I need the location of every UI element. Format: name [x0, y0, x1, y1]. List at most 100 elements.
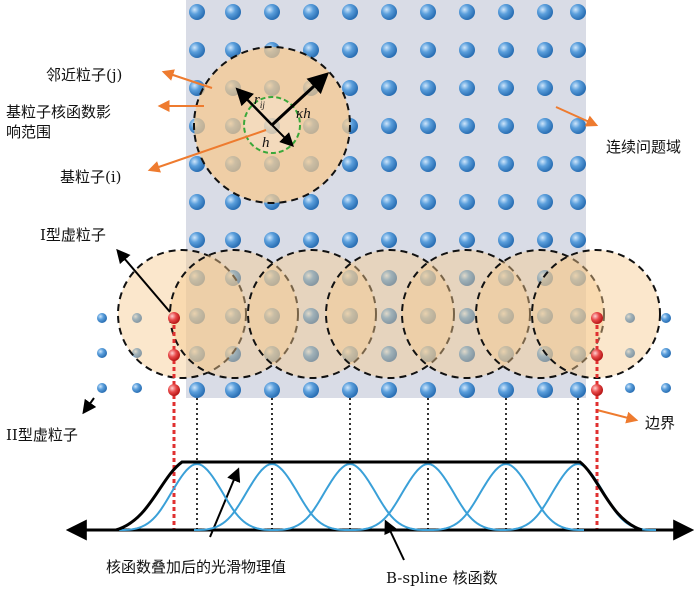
particle [381, 194, 397, 210]
particle [381, 308, 397, 324]
particle [498, 42, 514, 58]
label-base-particle: 基粒子(i) [60, 168, 122, 186]
particle [420, 118, 436, 134]
type2-virtual-particle [661, 348, 671, 358]
particle [381, 232, 397, 248]
particle [459, 308, 475, 324]
label-bspline-kernel: B-spline 核函数 [386, 569, 498, 587]
particle [189, 308, 205, 324]
particle [420, 346, 436, 362]
annotation-arrows [147, 69, 639, 424]
bspline-kernel-curve [119, 462, 275, 531]
particle [498, 4, 514, 20]
type2-virtual-particle [132, 383, 142, 393]
type2-virtual-particle [625, 383, 635, 393]
smoothed-envelope-curve [115, 460, 643, 532]
type2-pointer [82, 397, 97, 415]
particle [537, 42, 553, 58]
particle [381, 80, 397, 96]
particle [303, 382, 319, 398]
particle [537, 232, 553, 248]
particle [570, 156, 586, 172]
type1-virtual-particle [591, 384, 603, 396]
particle [342, 80, 358, 96]
base-particle-kernel: rij κh h [193, 46, 351, 204]
particle [264, 270, 280, 286]
boundary-pointer [596, 409, 639, 424]
particle [420, 4, 436, 20]
particle [498, 270, 514, 286]
rij-symbol: rij [254, 92, 265, 110]
particle [420, 194, 436, 210]
bspline-kernel-curve [272, 462, 428, 531]
particle [420, 42, 436, 58]
label-type2-virtual: II型虚粒子 [6, 426, 78, 444]
particle [498, 80, 514, 96]
type2-virtual-particle [625, 348, 635, 358]
particle [570, 118, 586, 134]
label-type1-virtual: I型虚粒子 [40, 226, 106, 244]
particle [225, 194, 241, 210]
type2-virtual-particle [97, 313, 107, 323]
particle [381, 346, 397, 362]
particle [342, 42, 358, 58]
particle [459, 80, 475, 96]
particle [570, 382, 586, 398]
type1-virtual-particle [168, 312, 180, 324]
type2-virtual-particle [97, 383, 107, 393]
particle [459, 156, 475, 172]
type1-pointer [116, 248, 171, 313]
particle [459, 232, 475, 248]
particle [498, 118, 514, 134]
h-arrow [271, 124, 294, 147]
particle [189, 42, 205, 58]
particle [189, 194, 205, 210]
bspline-kernels [119, 462, 656, 531]
particle [342, 346, 358, 362]
particle [264, 308, 280, 324]
particle [570, 270, 586, 286]
domain-pointer [555, 106, 599, 127]
particle [189, 232, 205, 248]
particle [264, 4, 280, 20]
label-kernel-influence-1: 基粒子核函数影 [6, 103, 111, 121]
bspline-kernel-curve [194, 462, 350, 531]
particle [342, 156, 358, 172]
particle [189, 346, 205, 362]
particle [225, 270, 241, 286]
particle [303, 42, 319, 58]
particle [303, 232, 319, 248]
particle [420, 308, 436, 324]
boundary-kernel-circle [475, 249, 605, 379]
particle [498, 346, 514, 362]
particle [570, 346, 586, 362]
particle [459, 118, 475, 134]
particle [303, 4, 319, 20]
base-particle-pointer [147, 129, 267, 173]
particle [303, 308, 319, 324]
particle [537, 194, 553, 210]
particle [225, 382, 241, 398]
particle-grid [97, 4, 671, 398]
type1-virtual-particle [168, 384, 180, 396]
particle [537, 308, 553, 324]
particle [381, 42, 397, 58]
boundary-kernel-circle [247, 249, 377, 379]
type1-virtual-particle [591, 312, 603, 324]
label-continuous-domain: 连续问题域 [606, 138, 681, 156]
particle [342, 270, 358, 286]
boundary-kernel-circle [117, 249, 247, 379]
particle [420, 232, 436, 248]
particle [225, 42, 241, 58]
particle [303, 346, 319, 362]
particle [459, 42, 475, 58]
particle [570, 4, 586, 20]
particle [225, 4, 241, 20]
particle [570, 42, 586, 58]
particle [189, 270, 205, 286]
particle [189, 156, 205, 172]
particle [381, 4, 397, 20]
h-symbol: h [262, 135, 270, 151]
particle [459, 194, 475, 210]
label-kernel-influence-2: 响范围 [6, 123, 51, 141]
